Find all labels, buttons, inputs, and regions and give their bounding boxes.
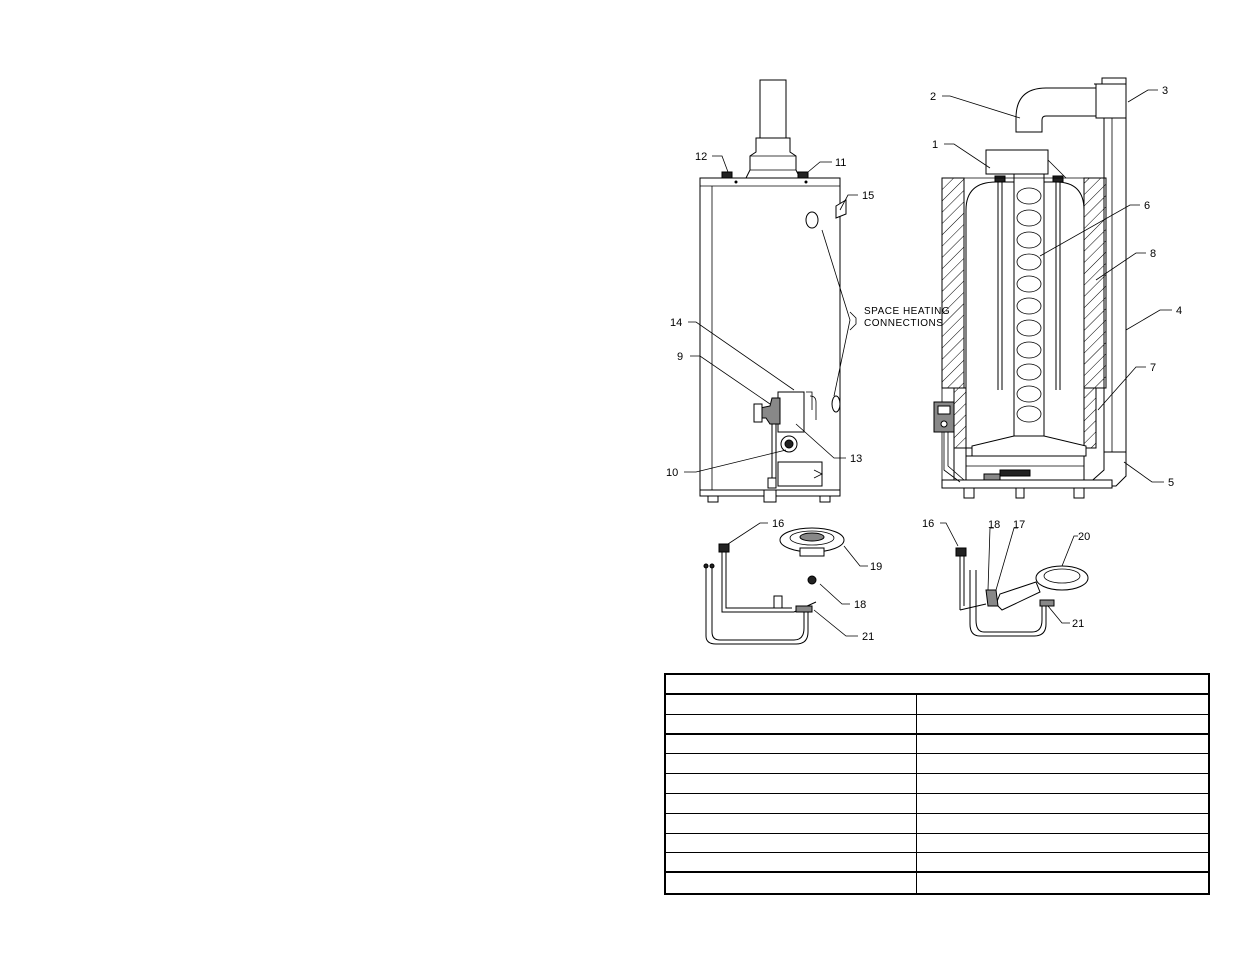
vent-elbow	[1015, 87, 1103, 133]
callout-16b: 16	[922, 518, 934, 530]
orifice-18	[807, 575, 817, 585]
vent-tee	[1094, 77, 1127, 85]
callout-12: 12	[695, 151, 707, 163]
pilot-21b	[1039, 599, 1055, 607]
callout-14: 14	[670, 317, 682, 329]
parts-table-cell-left	[666, 873, 917, 893]
cutaway-draft-hood	[985, 149, 1049, 175]
callout-21a: 21	[862, 631, 874, 643]
callout-18b: 18	[988, 519, 1000, 531]
parts-table-cell-left	[666, 774, 917, 793]
outer-door	[777, 461, 823, 487]
callout-2: 2	[930, 91, 936, 103]
space-heating-label-line1: SPACE HEATING	[864, 306, 950, 317]
parts-table-cell-right	[917, 735, 1208, 754]
draft-hood	[745, 137, 801, 179]
parts-table-header	[666, 675, 1208, 695]
cutaway-leg	[1073, 487, 1085, 499]
access-cover	[777, 391, 805, 433]
burner-20	[1035, 565, 1089, 591]
parts-table-row	[666, 695, 1208, 715]
callout-11: 11	[835, 157, 846, 169]
parts-table-cell-left	[666, 853, 917, 872]
parts-table-cell-right	[917, 834, 1208, 853]
callout-13: 13	[850, 453, 862, 465]
callout-19: 19	[870, 561, 882, 573]
callout-17: 17	[1013, 519, 1025, 531]
pilot-21	[795, 605, 813, 613]
fitting-11	[797, 171, 809, 179]
callout-16a: 16	[772, 518, 784, 530]
parts-table-cell-right	[917, 774, 1208, 793]
jacket	[699, 177, 841, 491]
parts-table-cell-left	[666, 714, 917, 733]
burner-venturi	[995, 581, 1041, 611]
space-heating-upper-connection	[805, 211, 819, 229]
callout-4: 4	[1176, 305, 1182, 317]
parts-table	[664, 673, 1210, 895]
parts-table-cell-right	[917, 715, 1208, 733]
parts-table-cell-right	[917, 695, 1208, 714]
parts-table-row	[666, 813, 1208, 834]
parts-table-row	[666, 774, 1208, 794]
insulation-left	[941, 177, 965, 389]
callout-numbers: 12 11 15 14 9 13 10 1 2 3 6 8 4 7 5 16 1…	[666, 85, 1182, 643]
parts-table-cell-left	[666, 734, 917, 754]
parts-table-row	[666, 734, 1208, 755]
parts-table-row	[666, 853, 1208, 874]
parts-table-row	[666, 754, 1208, 775]
parts-table-cell-left	[666, 754, 917, 774]
callout-5: 5	[1168, 477, 1174, 489]
leader-lines	[684, 89, 1172, 637]
pilot-tubing-right	[969, 570, 1047, 637]
parts-table-cell-right	[917, 873, 1208, 893]
vent-pipe	[1103, 117, 1127, 477]
callout-8: 8	[1150, 248, 1156, 260]
callout-18a: 18	[854, 599, 866, 611]
manifold-tube	[721, 552, 817, 613]
parts-table-cell-right	[917, 794, 1208, 813]
fitting-12	[721, 171, 733, 179]
leg	[707, 495, 719, 503]
callout-6: 6	[1144, 200, 1150, 212]
callout-20: 20	[1078, 531, 1090, 543]
burner-assembly-left	[703, 527, 845, 645]
vent-lower-elbow	[1084, 451, 1127, 487]
exterior-view	[699, 79, 847, 503]
flue-pipe	[759, 79, 787, 139]
leg	[819, 495, 831, 503]
manifold-17	[985, 589, 999, 607]
callout-7: 7	[1150, 362, 1156, 374]
parts-table-cell-left	[666, 695, 917, 714]
relief-valve	[835, 199, 847, 219]
parts-table-cell-right	[917, 853, 1208, 871]
callout-3: 3	[1162, 85, 1168, 97]
flue-baffle	[1016, 187, 1042, 423]
parts-table-cell-left	[666, 793, 917, 813]
parts-table-body	[666, 695, 1208, 893]
space-heating-lower-connection	[831, 395, 841, 413]
parts-table-cell-left	[666, 833, 917, 853]
flue-tube	[1013, 173, 1045, 437]
parts-table-row	[666, 793, 1208, 814]
parts-table-row	[666, 873, 1208, 893]
pilot-tubing-left	[705, 568, 809, 645]
callout-15: 15	[862, 190, 874, 202]
callout-9: 9	[677, 351, 683, 363]
callout-1: 1	[932, 139, 938, 151]
parts-table-cell-right	[917, 754, 1208, 773]
space-heating-label-line2: CONNECTIONS	[864, 318, 943, 329]
cutaway-view	[933, 77, 1127, 499]
cutaway-leg	[963, 487, 975, 499]
insulation-right	[1083, 177, 1107, 389]
parts-table-row	[666, 833, 1208, 854]
callout-21b: 21	[1072, 618, 1084, 630]
callout-10: 10	[666, 467, 678, 479]
parts-table-row	[666, 714, 1208, 735]
parts-table-cell-right	[917, 814, 1208, 833]
parts-table-cell-left	[666, 813, 917, 833]
